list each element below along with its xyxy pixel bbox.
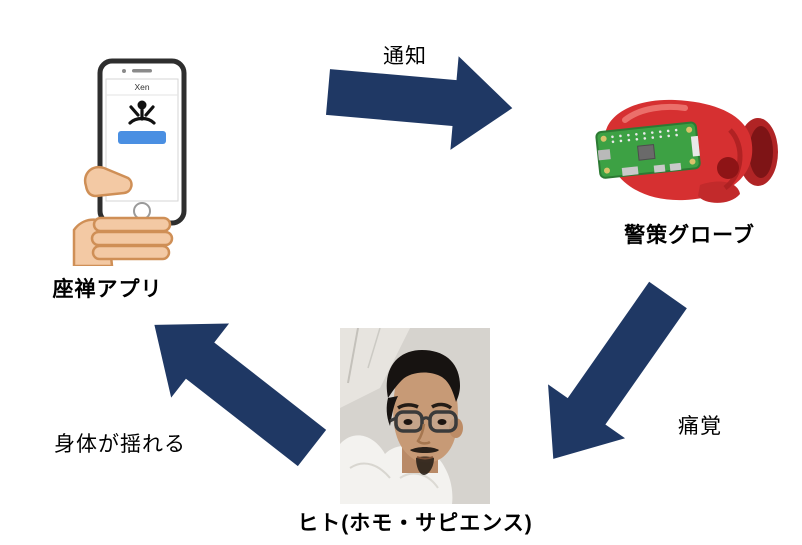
mouth (416, 456, 434, 460)
glove-highlight (622, 103, 688, 123)
phone-home-button (133, 202, 151, 220)
pain-arrow (548, 281, 687, 459)
notify-arrow-label: 通知 (383, 45, 427, 68)
shake-arrow-label: 身体が揺れる (54, 433, 186, 456)
raspberry-pi-board (595, 121, 701, 179)
human-photo (340, 328, 490, 504)
glove-cuff-hole (749, 126, 773, 178)
glove-seam (723, 128, 743, 191)
pain-arrow-label: 痛覚 (678, 415, 722, 438)
pi-usb-port-2 (669, 162, 682, 171)
mustache (410, 447, 439, 453)
goatee (416, 456, 434, 475)
notify-arrow (325, 56, 513, 150)
hand-thumb (83, 165, 133, 198)
phone-camera-dot (122, 69, 126, 73)
pi-sd-slot (597, 149, 611, 161)
pi-usb-port (653, 164, 666, 173)
glove-node-label: 警策グローブ (624, 224, 755, 247)
pi-soc-chip (637, 144, 656, 161)
hair (386, 350, 460, 402)
phone-app-title: Xen (134, 82, 149, 92)
gpio-pins (611, 128, 678, 144)
hand-fingers (90, 216, 174, 261)
phone-action-button (118, 131, 166, 144)
keisaku-glove-illustration (580, 90, 780, 212)
pi-hdmi-port (621, 166, 639, 176)
human-node-label: ヒト(ホモ・サピエンス) (297, 512, 533, 535)
phone-speaker (132, 69, 152, 73)
shake-arrow (154, 323, 327, 467)
photo-wall (340, 328, 410, 408)
nose (416, 423, 431, 445)
face (393, 367, 458, 463)
glove-pad (717, 157, 739, 179)
eye-left (403, 419, 413, 425)
pi-camera-connector (690, 135, 700, 157)
meditation-icon (128, 100, 156, 125)
zazen-app-phone-illustration: Xen (72, 58, 202, 266)
eye-right (437, 419, 447, 425)
app-node-label: 座禅アプリ (52, 278, 163, 301)
